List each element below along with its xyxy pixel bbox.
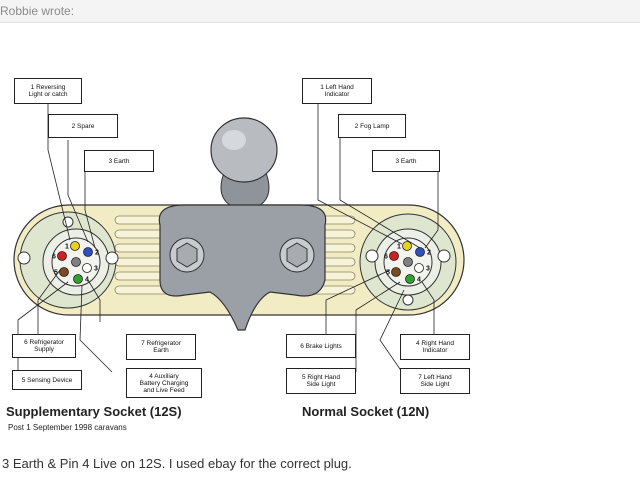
right-pin-2: [415, 247, 425, 257]
label-earth-right: 3 Earth: [372, 150, 440, 172]
label-left-hand-indicator: 1 Left Hand Indicator: [302, 78, 372, 104]
left-pin-number-5: 5: [54, 270, 58, 277]
label-fog-lamp: 2 Fog Lamp: [338, 114, 406, 138]
left-pin-3: [82, 263, 92, 273]
left-pin-2: [83, 247, 93, 257]
quote-header: Robbie wrote:: [0, 0, 640, 23]
flange-bolts: [169, 237, 315, 273]
label-refrigerator-supply: 6 Refrigerator Supply: [12, 334, 76, 358]
label-sensing-device: 5 Sensing Device: [12, 370, 82, 390]
label-left-side-light: 7 Left Hand Side Light: [400, 368, 470, 394]
quote-author: Robbie wrote:: [0, 4, 75, 18]
left-socket-title: Supplementary Socket (12S): [6, 404, 182, 419]
right-pin-number-1: 1: [397, 244, 401, 251]
label-spare: 2 Spare: [48, 114, 118, 138]
right-pin-4: [405, 274, 415, 284]
leader-lines-left: [17, 92, 113, 378]
post-text: 3 Earth & Pin 4 Live on 12S. I used ebay…: [2, 456, 352, 471]
label-auxiliary: 4 Auxiliary Battery Charging and Live Fe…: [126, 368, 202, 398]
right-pin-number-5: 5: [386, 270, 390, 277]
left-pin-5: [59, 267, 69, 277]
right-pin-3: [414, 263, 424, 273]
right-pin-number-6: 6: [384, 254, 388, 261]
label-right-hand-indicator: 4 Right Hand Indicator: [400, 334, 470, 360]
towball: [210, 117, 278, 183]
left-pin-1: [70, 241, 80, 251]
right-pin-number-2: 2: [427, 250, 431, 257]
right-pin-number-3: 3: [426, 266, 430, 273]
right-pin-7: [403, 257, 413, 267]
label-brake-lights: 6 Brake Lights: [286, 334, 356, 358]
towball-flange: [158, 204, 327, 331]
left-pin-6: [57, 251, 67, 261]
label-refrigerator-earth: 7 Refrigerator Earth: [126, 334, 196, 360]
left-pin-number-3: 3: [94, 266, 98, 273]
leader-lines-right: [317, 90, 439, 373]
left-socket-subtitle: Post 1 September 1998 caravans: [8, 423, 127, 432]
right-pin-number-4: 4: [417, 277, 421, 284]
right-socket-pins: 1 2 34 5 6: [384, 241, 431, 284]
left-pin-number-6: 6: [52, 254, 56, 261]
right-pin-5: [391, 267, 401, 277]
left-pin-number-2: 2: [95, 250, 99, 257]
label-earth-left: 3 Earth: [84, 150, 154, 172]
left-pin-7: [71, 257, 81, 267]
left-pin-number-1: 1: [65, 244, 69, 251]
right-pin-6: [389, 251, 399, 261]
right-pin-1: [402, 241, 412, 251]
left-socket-pins: 1 2 34 5 6: [52, 241, 99, 284]
left-pin-number-4: 4: [85, 277, 89, 284]
left-pin-4: [73, 274, 83, 284]
label-reversing-light: 1 Reversing Light or catch: [14, 78, 82, 104]
right-socket-title: Normal Socket (12N): [302, 404, 430, 419]
label-right-side-light: 5 Right Hand Side Light: [286, 368, 356, 394]
